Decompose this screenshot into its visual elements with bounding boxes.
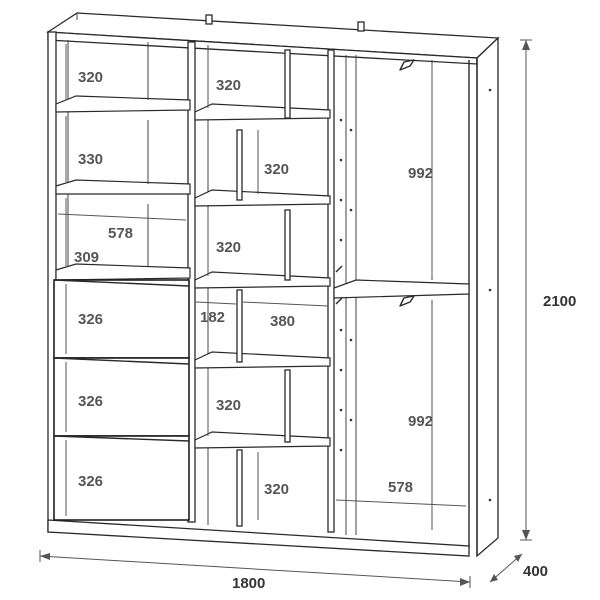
dimension-labels: 320 330 578 309 326 326 326 320 320 320 …	[74, 69, 576, 592]
left-column-drawers	[53, 279, 190, 521]
middle-wide-width: 380	[270, 313, 295, 330]
middle-shelf-5-height: 320	[264, 481, 289, 498]
middle-column-shelves	[194, 49, 331, 527]
outer-dimension-lines	[39, 39, 532, 588]
hanging-lower-height: 992	[408, 413, 433, 430]
left-shelf-2-height: 330	[78, 151, 103, 168]
drawer-3-height: 326	[78, 473, 103, 490]
drawer-front-2[interactable]	[53, 357, 190, 437]
middle-shelf-4-height: 320	[216, 397, 241, 414]
hanging-rail-lower	[399, 295, 415, 307]
hanging-rail-upper	[399, 59, 415, 71]
middle-shelf-1-height: 320	[216, 77, 241, 94]
middle-shelf-2-height: 320	[264, 161, 289, 178]
right-column-width: 578	[388, 479, 413, 496]
left-column-shelves	[55, 42, 191, 281]
left-shelf-3-height: 309	[74, 249, 99, 266]
drawer-1-height: 326	[78, 311, 103, 328]
overall-height: 2100	[543, 293, 576, 310]
drawer-front-3[interactable]	[53, 435, 190, 521]
drawer-2-height: 326	[78, 393, 103, 410]
drawer-front-1[interactable]	[53, 279, 190, 359]
right-column-wardrobe	[333, 59, 492, 530]
overall-depth: 400	[523, 563, 548, 580]
left-column-width: 578	[108, 225, 133, 242]
hanging-upper-height: 992	[408, 165, 433, 182]
left-shelf-1-height: 320	[78, 69, 103, 86]
wardrobe-carcass	[46, 12, 500, 558]
inner-dimension-lines	[57, 44, 467, 526]
overall-width: 1800	[232, 575, 265, 592]
middle-narrow-width: 182	[200, 309, 225, 326]
middle-shelf-3-height: 320	[216, 239, 241, 256]
